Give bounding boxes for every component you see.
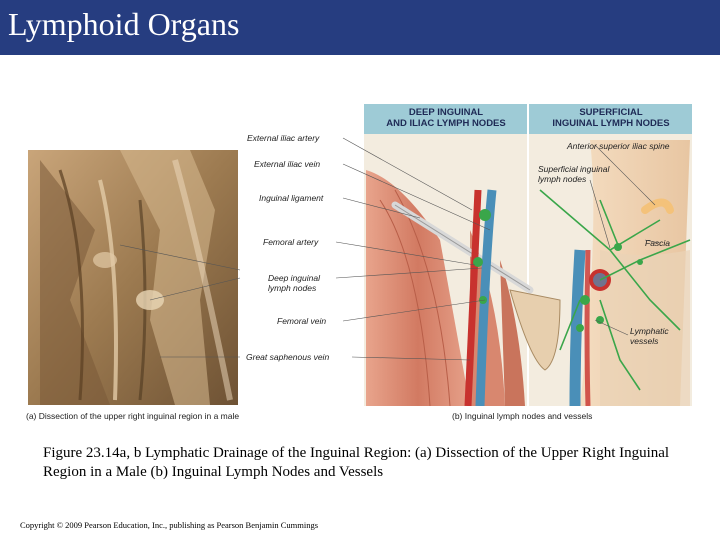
label-superficial-inguinal-lymph-nodes: Superficial inguinal lymph nodes [538,164,610,184]
label-femoral-vein: Femoral vein [277,316,327,326]
cadaver-photo [28,150,238,405]
panel-b-caption: (b) Inguinal lymph nodes and vessels [452,411,593,421]
superficial-header-bg [529,104,692,134]
label-external-iliac-vein: External iliac vein [254,159,321,169]
title-bar: Lymphoid Organs [0,0,720,55]
label-lymphatic-vessels: Lymphatic vessels [630,326,669,346]
deep-header-bg [364,104,527,134]
label-deep-inguinal-lymph-nodes: Deep inguinal lymph nodes [268,273,320,293]
superficial-side [539,140,691,407]
label-femoral-artery: Femoral artery [263,237,319,247]
copyright-notice: Copyright © 2009 Pearson Education, Inc.… [20,520,319,530]
figure-caption: Figure 23.14a, b Lymphatic Drainage of t… [43,445,670,480]
leader-lines [119,137,661,361]
pelvic-region [509,289,561,371]
slide-title: Lymphoid Organs [8,6,240,42]
deep-nodes-header: DEEP INGUINAL AND ILIAC LYMPH NODES [386,107,506,129]
label-inguinal-ligament: Inguinal ligament [259,193,324,203]
panel-a-caption: (a) Dissection of the upper right inguin… [26,411,240,421]
label-great-saphenous-vein: Great saphenous vein [246,352,330,362]
deep-vessels [464,189,497,407]
label-anterior-superior-iliac-spine: Anterior superior iliac spine [567,141,670,151]
label-fascia: Fascia [645,238,671,248]
label-external-iliac-artery: External iliac artery [247,133,320,143]
superficial-nodes-header: SUPERFICIAL INGUINAL LYMPH NODES [552,107,670,129]
